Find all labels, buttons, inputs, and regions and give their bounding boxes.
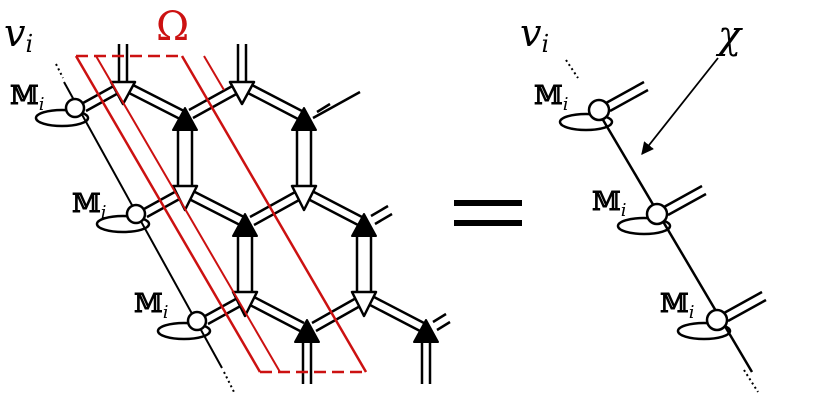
omega-region — [74, 54, 368, 374]
left-diagram: vi Ω 𝕄i 𝕄i 𝕄i — [4, 4, 451, 393]
left-row-label-1: 𝕄i — [10, 81, 45, 115]
left-ring-node-1 — [34, 97, 90, 128]
right-ring-node-3 — [676, 308, 732, 341]
right-ring-node-1 — [558, 98, 614, 132]
left-ring-node-3 — [156, 310, 212, 341]
right-row-label-1: 𝕄i — [534, 81, 569, 115]
right-vertex-label: vi — [520, 11, 549, 58]
right-ring-node-2 — [616, 202, 672, 236]
left-row-label-3: 𝕄i — [134, 289, 169, 323]
right-row-label-3: 𝕄i — [660, 289, 695, 323]
omega-label: Ω — [156, 4, 189, 50]
left-ring-node-2 — [95, 203, 151, 234]
right-node-bonds — [605, 80, 767, 323]
left-vertex-label: vi — [4, 11, 33, 58]
left-lattice-edges — [117, 44, 451, 384]
left-row-label-2: 𝕄i — [72, 189, 107, 223]
left-filled-triangles — [172, 107, 439, 343]
right-row-label-2: 𝕄i — [592, 187, 627, 221]
equals-sign — [454, 200, 522, 226]
left-node-bonds — [82, 80, 247, 326]
left-open-triangles — [109, 80, 378, 318]
bond-dimension-label: χ — [715, 13, 743, 57]
bond-dimension-arrow — [641, 57, 719, 155]
right-diagram: vi χ 𝕄i 𝕄i 𝕄i — [520, 11, 767, 393]
